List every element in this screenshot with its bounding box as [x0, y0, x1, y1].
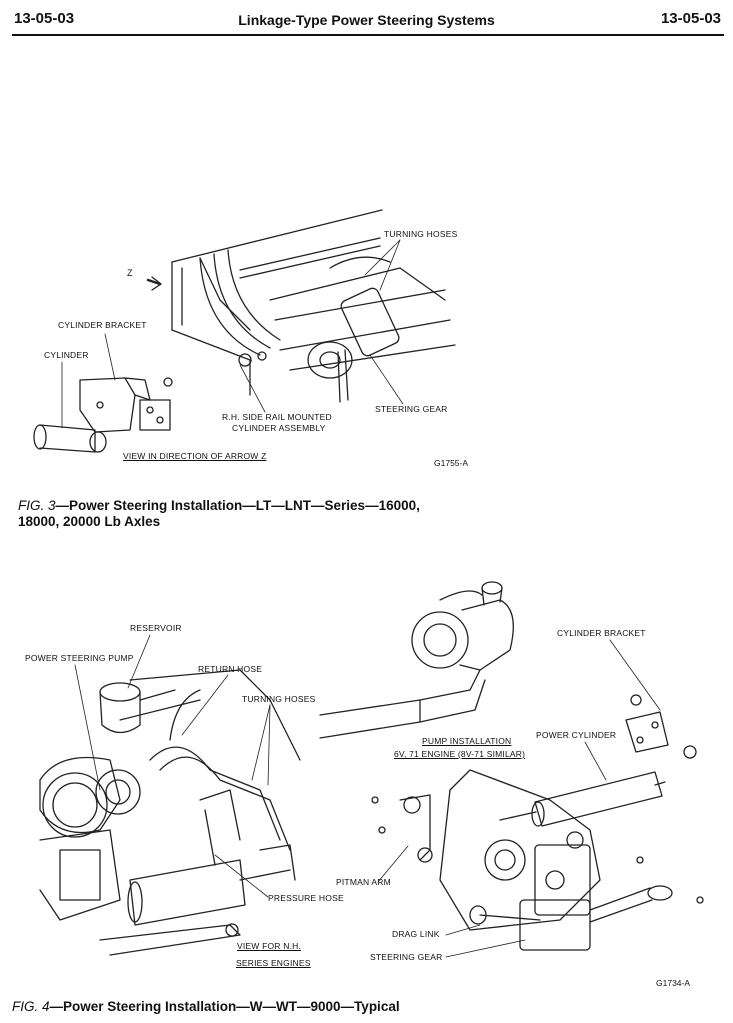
fig4-label-pressure-hose: PRESSURE HOSE [268, 893, 344, 903]
fig4-figure-code: G1734-A [656, 978, 691, 988]
header-rule [12, 34, 724, 36]
fig3-label-arrow-z: Z [127, 268, 133, 278]
fig3-caption-prefix: FIG. 3 [18, 498, 56, 513]
fig4-label-drag-link: DRAG LINK [392, 929, 440, 939]
fig3-caption-line1: —Power Steering Installation—LT—LNT—Seri… [55, 498, 420, 513]
page-number-right: 13-05-03 [660, 10, 721, 27]
fig4-label-pitman-arm: PITMAN ARM [336, 877, 391, 887]
fig3-view-note: VIEW IN DIRECTION OF ARROW Z [123, 451, 267, 461]
fig4-pump-drawing [319, 581, 514, 739]
fig3-label-rh-side-rail-2: CYLINDER ASSEMBLY [232, 423, 326, 433]
fig3-label-turning-hoses: TURNING HOSES [384, 229, 458, 239]
fig3-figure-code: G1755-A [434, 458, 469, 468]
page-number-left: 13-05-03 [14, 10, 75, 27]
fig4-left-drawing [39, 634, 301, 956]
fig4-caption-prefix: FIG. 4 [12, 999, 50, 1014]
page-title: Linkage-Type Power Steering Systems [238, 12, 495, 28]
fig4-label-power-cylinder: POWER CYLINDER [536, 730, 617, 740]
fig3-caption: FIG. 3—Power Steering Installation—LT—LN… [18, 498, 458, 530]
fig3-drawing [33, 209, 456, 453]
fig4-caption-text: —Power Steering Installation—W—WT—9000—T… [49, 999, 400, 1014]
fig4-caption: FIG. 4—Power Steering Installation—W—WT—… [12, 999, 572, 1015]
fig3-label-cylinder: CYLINDER [44, 350, 89, 360]
fig4-view-for-line1: VIEW FOR N.H. [237, 941, 301, 951]
fig4-label-power-steering-pump: POWER STEERING PUMP [25, 653, 134, 663]
fig4-view-for-line2: SERIES ENGINES [236, 958, 311, 968]
fig3-label-rh-side-rail-1: R.H. SIDE RAIL MOUNTED [222, 412, 332, 422]
fig4-label-cylinder-bracket: CYLINDER BRACKET [557, 628, 646, 638]
fig3-caption-line2: 18000, 20000 Lb Axles [18, 514, 161, 529]
fig4-label-engine-note: 6V, 71 ENGINE (8V-71 SIMILAR) [394, 749, 526, 759]
fig4-label-return-hose: RETURN HOSE [198, 664, 263, 674]
fig4-label-steering-gear: STEERING GEAR [370, 952, 443, 962]
fig4-gear-drawing [371, 639, 704, 958]
fig3-label-steering-gear: STEERING GEAR [375, 404, 448, 414]
fig3-label-cylinder-bracket: CYLINDER BRACKET [58, 320, 147, 330]
fig4-label-pump-installation: PUMP INSTALLATION [422, 736, 512, 746]
fig4-label-turning-hoses: TURNING HOSES [242, 694, 316, 704]
fig4-label-reservoir: RESERVOIR [130, 623, 182, 633]
